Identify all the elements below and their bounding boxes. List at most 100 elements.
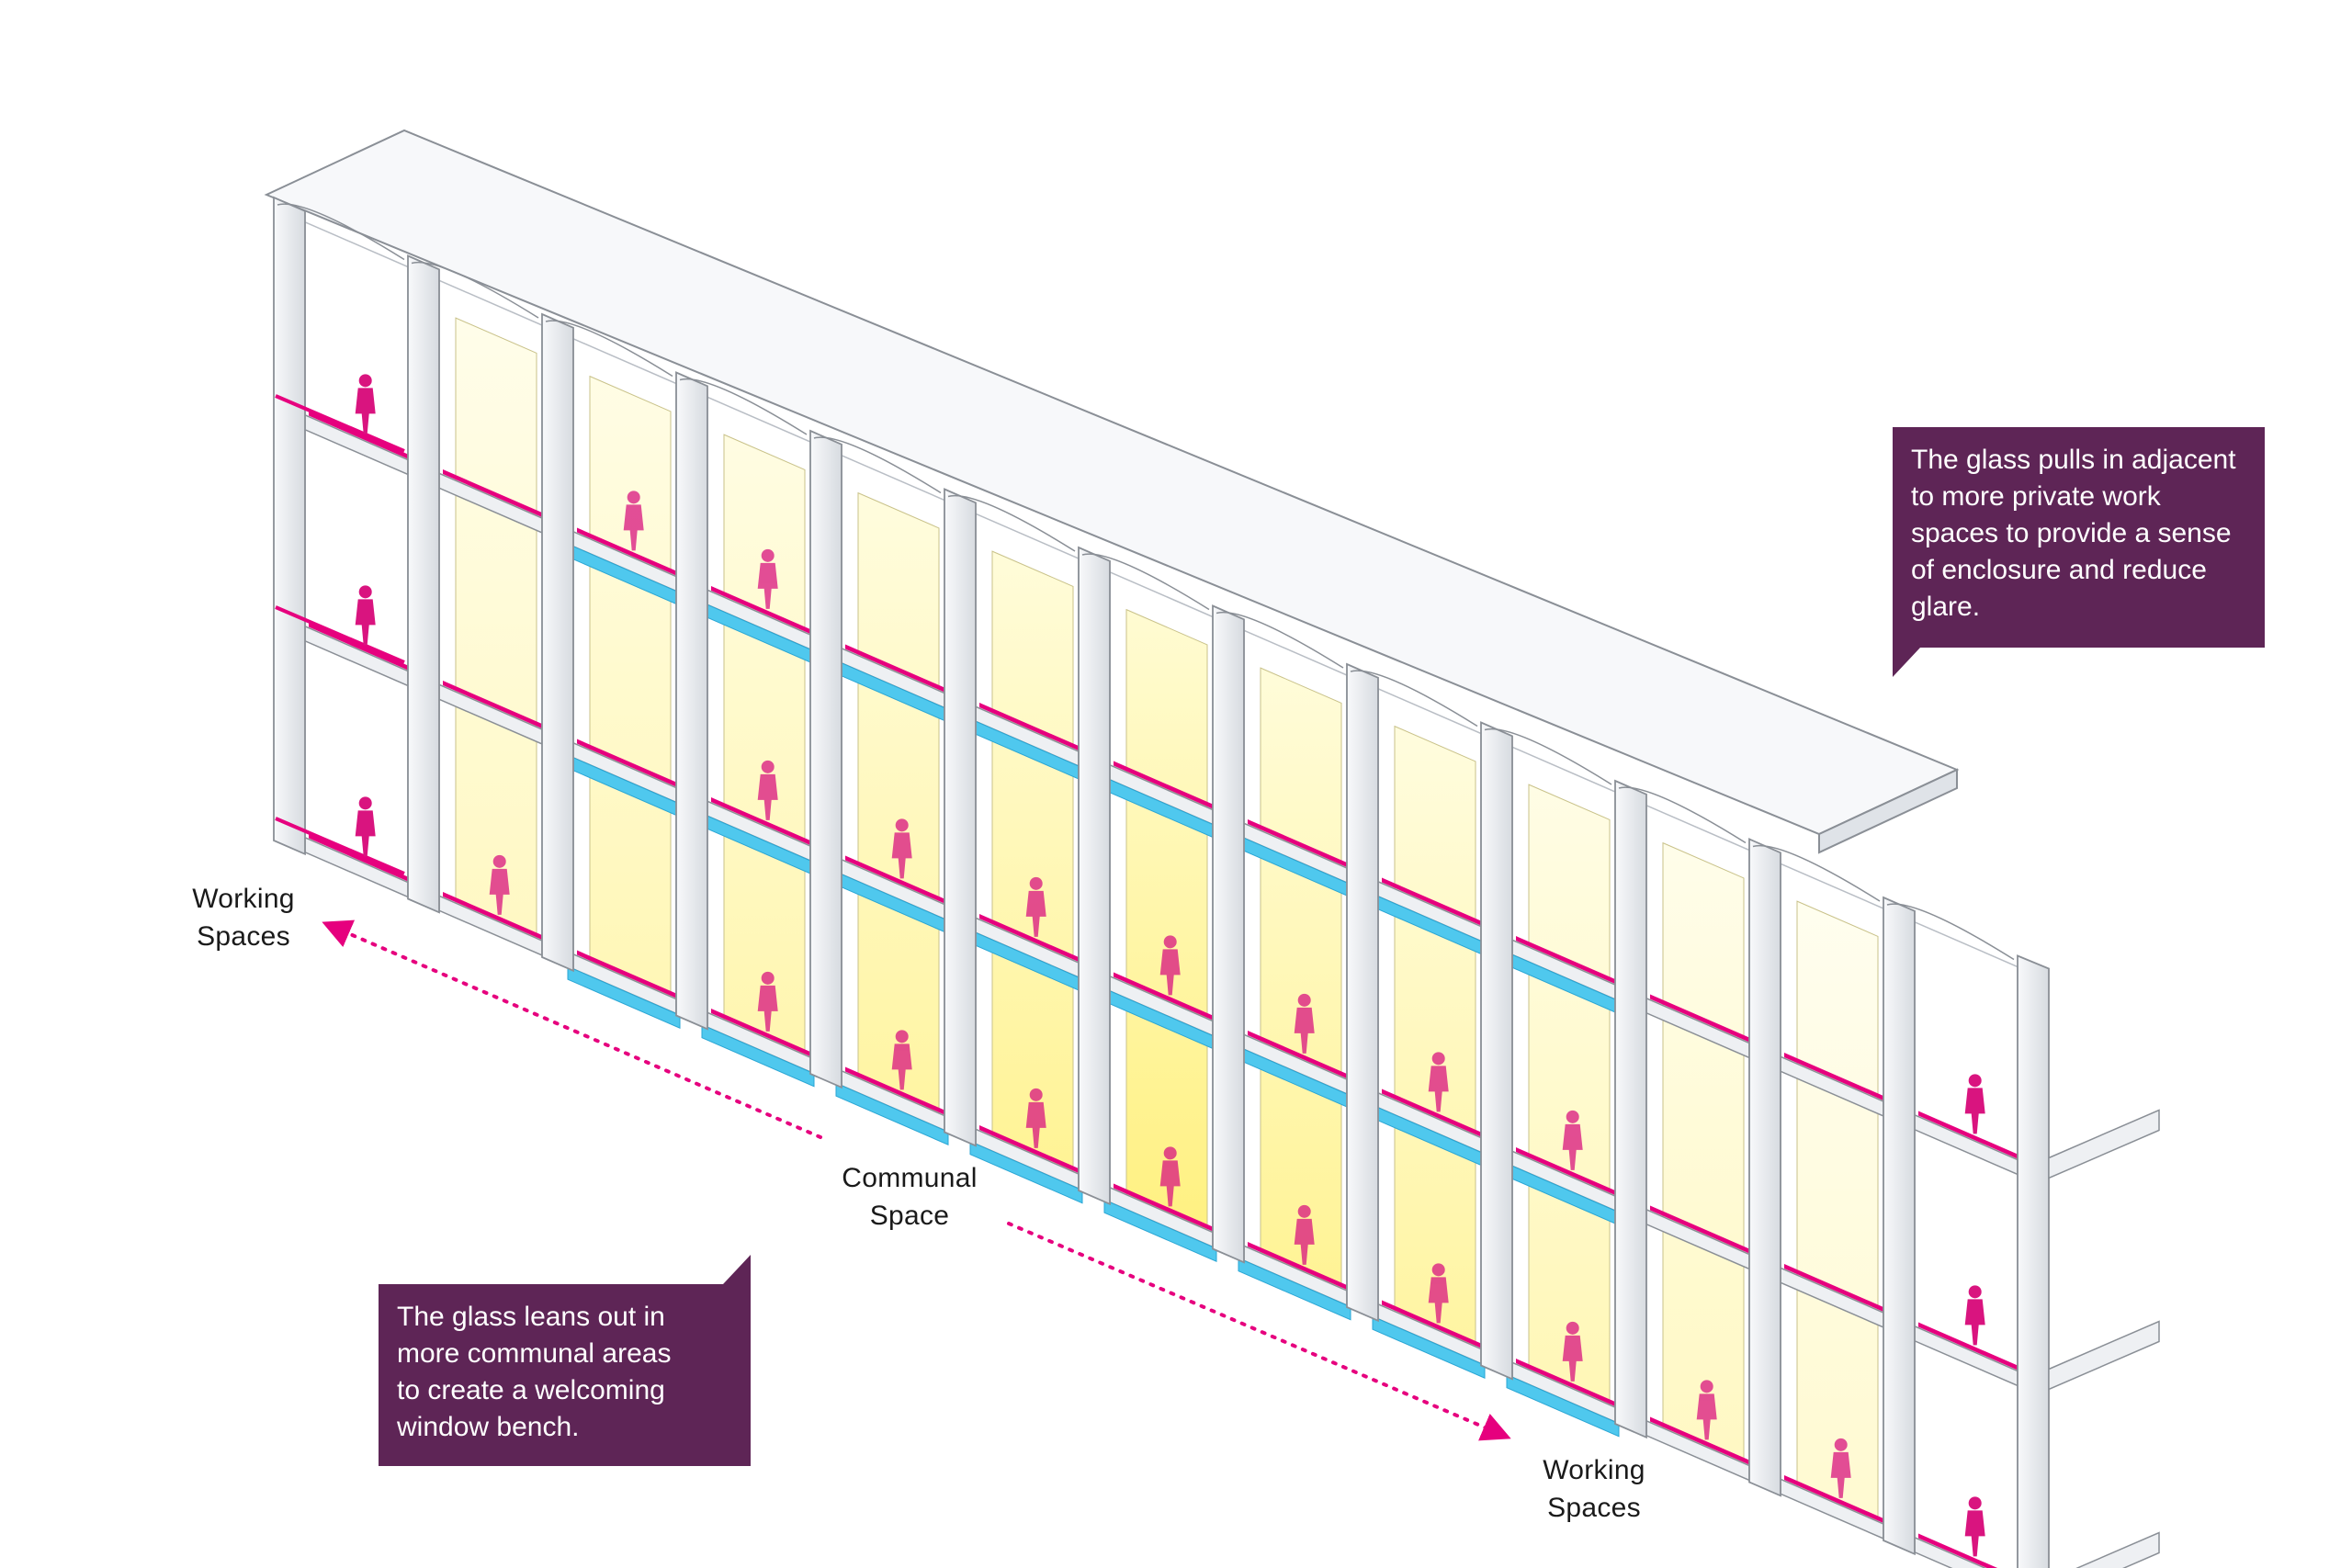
- person-figure: [757, 971, 778, 1032]
- glass-pane: [455, 317, 537, 940]
- person-head: [761, 760, 775, 773]
- person-body: [623, 504, 644, 551]
- person-body: [891, 1043, 912, 1090]
- person-body: [1696, 1393, 1717, 1440]
- sill-line: [1114, 972, 1213, 1021]
- person-body: [1294, 1218, 1315, 1265]
- person-head: [358, 796, 372, 810]
- window-bench: [567, 965, 681, 1030]
- top-cove: [545, 320, 673, 378]
- person-head: [1968, 1285, 1982, 1299]
- sill-line: [577, 739, 676, 787]
- glass-pane: [991, 550, 1074, 1173]
- person-body: [757, 985, 778, 1032]
- sill-line: [443, 892, 542, 940]
- mullion: [675, 371, 708, 1031]
- top-cove: [1081, 553, 1210, 611]
- person-figure: [757, 760, 778, 820]
- mullion: [809, 429, 842, 1089]
- window-bench: [701, 1023, 815, 1088]
- sill-line: [1382, 1089, 1481, 1137]
- person-figure: [1159, 935, 1181, 996]
- person-figure: [1428, 1052, 1449, 1112]
- person-body: [1159, 1160, 1181, 1207]
- sill-line: [443, 681, 542, 728]
- person-body: [1562, 1335, 1583, 1382]
- person-figure: [355, 585, 376, 646]
- sill-line: [577, 527, 676, 576]
- person-body: [355, 388, 376, 434]
- label-communal-space: Communal Space: [827, 1159, 992, 1235]
- person-body: [1964, 1510, 1985, 1557]
- window-bench: [1506, 1373, 1620, 1438]
- person-head: [1163, 935, 1177, 949]
- person-figure: [891, 1030, 912, 1090]
- glass-pane: [1260, 667, 1342, 1290]
- person-head: [1566, 1321, 1579, 1335]
- sill-line: [1650, 1416, 1749, 1465]
- top-cove: [1350, 670, 1478, 728]
- person-figure: [1025, 1088, 1046, 1148]
- label-working-spaces-left: Working Spaces: [175, 880, 312, 955]
- arrow-to-right-working: [1007, 1222, 1511, 1441]
- people-figures: [355, 374, 1985, 1557]
- callout-line: to create a welcoming: [397, 1375, 665, 1405]
- person-head: [1968, 1074, 1982, 1088]
- sill-line: [577, 950, 676, 998]
- person-head: [1431, 1263, 1445, 1277]
- mullion: [2017, 954, 2050, 1568]
- top-cove: [1618, 786, 1747, 844]
- sill-line: [979, 703, 1079, 750]
- person-body: [1562, 1123, 1583, 1170]
- person-body: [891, 832, 912, 879]
- sill-line: [1918, 1533, 1998, 1568]
- person-head: [1968, 1496, 1982, 1510]
- sill-line: [711, 1009, 810, 1056]
- mullion: [1748, 838, 1781, 1497]
- person-head: [1029, 1088, 1043, 1101]
- glass-pane: [723, 434, 806, 1056]
- roof-edge: [1818, 768, 1958, 854]
- person-body: [1294, 1007, 1315, 1054]
- sill-line: [1650, 994, 1749, 1043]
- person-head: [358, 585, 372, 599]
- person-body: [1025, 890, 1046, 937]
- person-head: [1431, 1052, 1445, 1066]
- sill-line: [309, 411, 408, 459]
- window-bench: [969, 1140, 1083, 1204]
- sill-line: [1248, 1242, 1347, 1290]
- sill-line: [1382, 1300, 1481, 1348]
- person-figure: [489, 854, 510, 915]
- callout-tail: [723, 1255, 751, 1284]
- sill-line: [1918, 1322, 2018, 1371]
- sill-line: [309, 833, 408, 882]
- mullion: [1883, 896, 1916, 1556]
- person-head: [895, 818, 909, 832]
- top-cove: [1752, 844, 1881, 902]
- sill-line: [1516, 936, 1615, 984]
- person-figure: [623, 491, 644, 551]
- person-head: [1700, 1380, 1713, 1393]
- person-head: [492, 854, 506, 868]
- facade-bays: [273, 196, 2160, 1568]
- person-figure: [1562, 1321, 1583, 1382]
- sill-line: [443, 469, 542, 517]
- person-body: [355, 810, 376, 857]
- person-figure: [1428, 1263, 1449, 1324]
- person-figure: [1294, 993, 1315, 1054]
- person-head: [1163, 1146, 1177, 1160]
- glass-pane: [857, 491, 940, 1114]
- person-figure: [355, 796, 376, 857]
- person-body: [1025, 1101, 1046, 1148]
- window-bench: [1103, 1199, 1217, 1263]
- mullion: [1212, 604, 1245, 1264]
- person-figure: [1294, 1204, 1315, 1265]
- person-head: [1566, 1110, 1579, 1123]
- mullion: [407, 254, 440, 914]
- top-cove: [813, 436, 942, 494]
- mullion: [1480, 721, 1513, 1381]
- mullion: [273, 196, 306, 856]
- top-cove: [947, 494, 1076, 552]
- sill-line: [979, 914, 1079, 962]
